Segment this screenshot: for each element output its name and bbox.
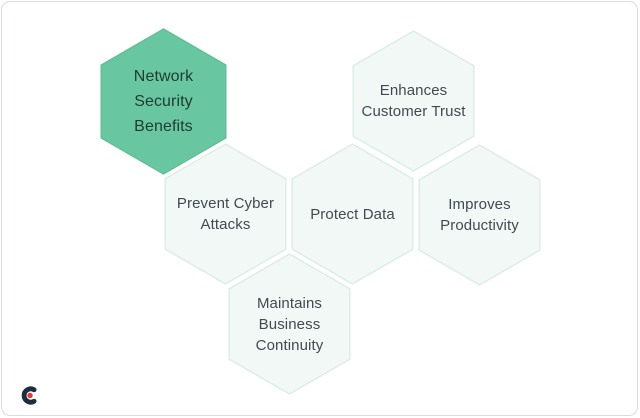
hexagon-shape (100, 28, 227, 175)
hex-label-maintains-business-continuity: Maintains Business Continuity (255, 294, 324, 354)
hex-improves-productivity: Improves Productivity (418, 144, 541, 286)
hexagon-shape (352, 30, 475, 172)
hex-maintains-business-continuity: Maintains Business Continuity (228, 253, 351, 395)
hex-label-enhances-customer-trust: Enhances Customer Trust (361, 82, 466, 120)
c-mark-logo-icon (21, 386, 37, 405)
hex-enhances-customer-trust: Enhances Customer Trust (352, 30, 475, 172)
hex-label-protect-data: Protect Data (310, 205, 395, 223)
hex-label-improves-productivity: Improves Productivity (440, 196, 519, 234)
hexagon-shape (291, 143, 414, 285)
hex-prevent-cyber-attacks: Prevent Cyber Attacks (164, 143, 287, 285)
hex-label-prevent-cyber-attacks: Prevent Cyber Attacks (176, 195, 275, 233)
hexagon-shape (418, 144, 541, 286)
hexagon-shape (164, 143, 287, 285)
hex-protect-data: Protect Data (291, 143, 414, 285)
hexagon-shape (228, 253, 351, 395)
hex-label-network-security-benefits: Network Security Benefits (133, 68, 194, 135)
hex-network-security-benefits: Network Security Benefits (100, 28, 227, 175)
